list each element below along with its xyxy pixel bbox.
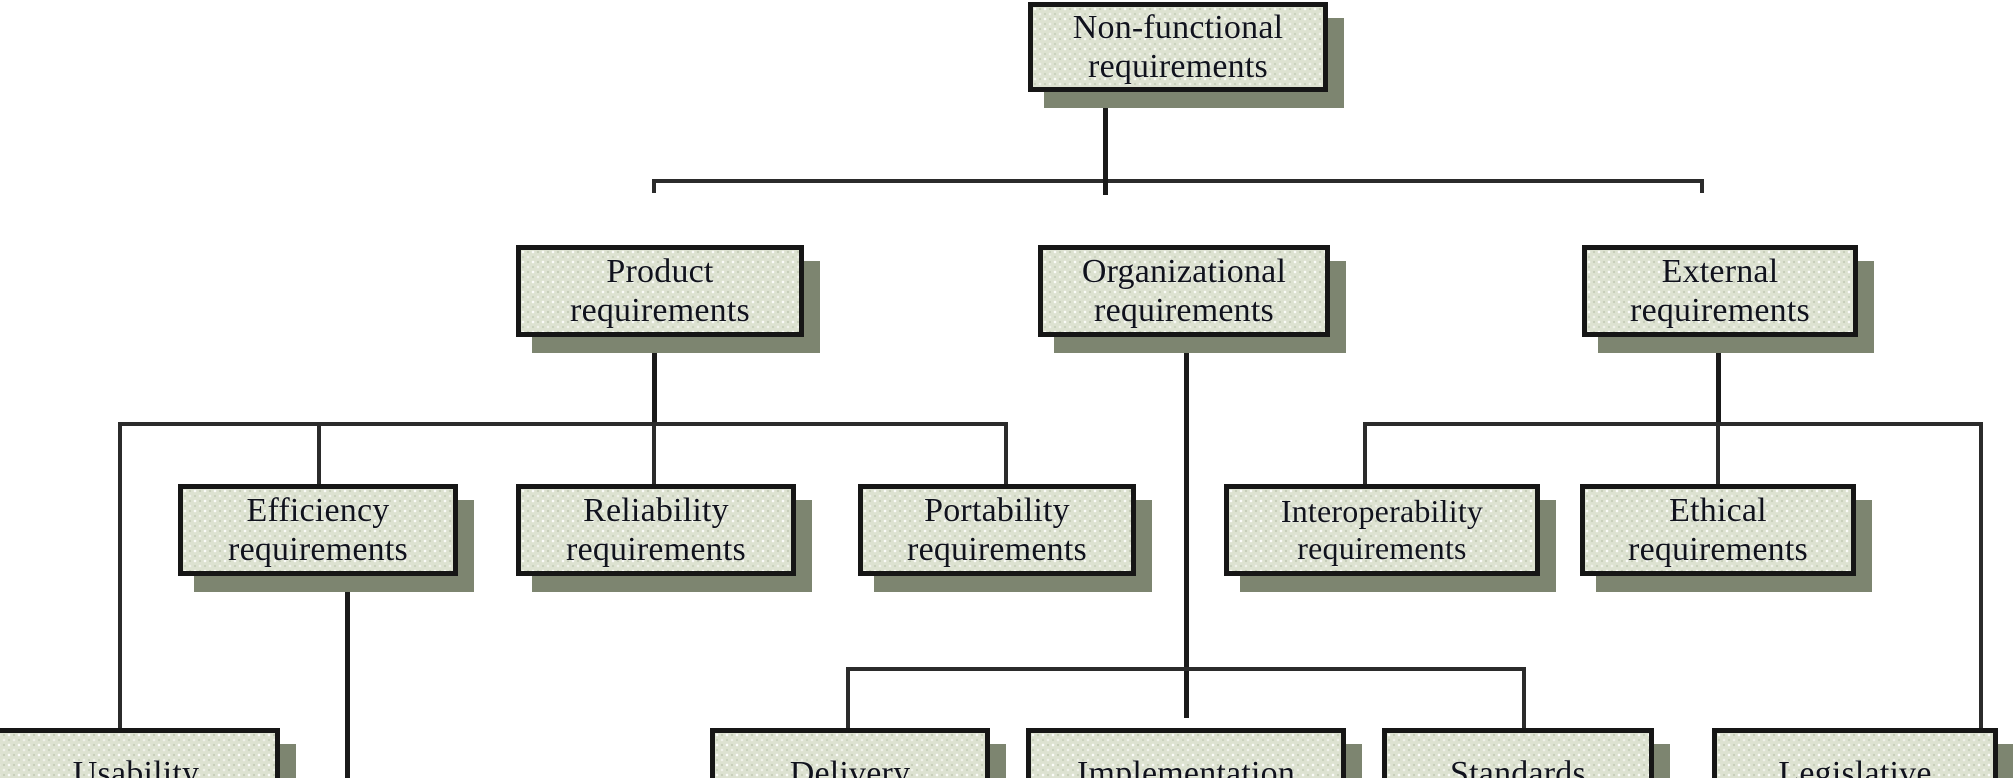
node-label-external: External requirements [1630, 252, 1810, 329]
node-portability-requirements[interactable]: Portability requirements [858, 484, 1152, 592]
node-efficiency-requirements[interactable]: Efficiency requirements [178, 484, 474, 592]
node-root[interactable]: Non-functional requirements [1028, 2, 1344, 108]
box-face: Delivery [710, 728, 990, 778]
node-label-product: Product requirements [570, 252, 750, 329]
edge-external-bus [1363, 422, 1983, 426]
box-face: Standards [1382, 728, 1654, 778]
edge-org-to-delivery [846, 667, 850, 729]
node-interoperability-requirements[interactable]: Interoperability requirements [1224, 484, 1556, 592]
node-label-delivery: Delivery [789, 755, 911, 778]
edge-external-to-interoperability [1363, 422, 1367, 484]
edge-external-to-ethical [1716, 422, 1720, 484]
box-face: Reliability requirements [516, 484, 796, 576]
edge-product-to-portability [1004, 422, 1008, 484]
edge-product-to-usability [118, 422, 122, 778]
node-product-requirements[interactable]: Product requirements [516, 245, 820, 353]
node-label-legislative: Legislative [1778, 755, 1932, 778]
node-organizational-requirements[interactable]: Organizational requirements [1038, 245, 1346, 353]
edge-efficiency-stem [345, 590, 350, 778]
node-label-interoperability: Interoperability requirements [1280, 492, 1484, 566]
node-delivery[interactable]: Delivery [710, 728, 1006, 778]
edge-org-to-standards [1522, 667, 1526, 729]
node-label-ethical: Ethical requirements [1628, 491, 1808, 568]
node-label-standards: Standards [1450, 755, 1586, 778]
node-label-organizational: Organizational requirements [1081, 252, 1287, 329]
node-ethical-requirements[interactable]: Ethical requirements [1580, 484, 1872, 592]
box-face: Usability [0, 728, 280, 778]
node-external-requirements[interactable]: External requirements [1582, 245, 1874, 353]
node-legislative[interactable]: Legislative [1712, 728, 2013, 778]
node-label-efficiency: Efficiency requirements [228, 491, 408, 568]
edge-root-stem [1103, 88, 1108, 183]
box-face: Implementation [1026, 728, 1346, 778]
node-label-reliability: Reliability requirements [566, 491, 746, 568]
edge-product-bus [118, 422, 1008, 426]
box-face: Organizational requirements [1038, 245, 1330, 337]
edge-to-external [1700, 179, 1704, 193]
node-standards[interactable]: Standards [1382, 728, 1670, 778]
edge-external-to-legislative [1979, 422, 1983, 778]
node-label-portability: Portability requirements [907, 491, 1087, 568]
box-face: External requirements [1582, 245, 1858, 337]
edge-product-to-reliability [652, 422, 656, 484]
node-label-root: Non-functional requirements [1072, 8, 1284, 85]
box-face: Non-functional requirements [1028, 2, 1328, 92]
box-face: Portability requirements [858, 484, 1136, 576]
node-implementation[interactable]: Implementation [1026, 728, 1362, 778]
node-label-implementation: Implementation [1076, 755, 1296, 778]
node-reliability-requirements[interactable]: Reliability requirements [516, 484, 812, 592]
node-label-usability: Usability [72, 755, 200, 778]
box-face: Legislative [1712, 728, 1998, 778]
edge-product-to-efficiency [317, 422, 321, 484]
edge-to-organizational [1103, 179, 1108, 195]
box-face: Ethical requirements [1580, 484, 1856, 576]
box-face: Interoperability requirements [1224, 484, 1540, 576]
edge-to-product [652, 179, 656, 193]
edge-organizational-stem [1184, 278, 1189, 718]
box-face: Product requirements [516, 245, 804, 337]
node-usability[interactable]: Usability [0, 728, 296, 778]
box-face: Efficiency requirements [178, 484, 458, 576]
edge-level2-bus [652, 179, 1704, 183]
edge-organizational-bus [846, 667, 1526, 671]
